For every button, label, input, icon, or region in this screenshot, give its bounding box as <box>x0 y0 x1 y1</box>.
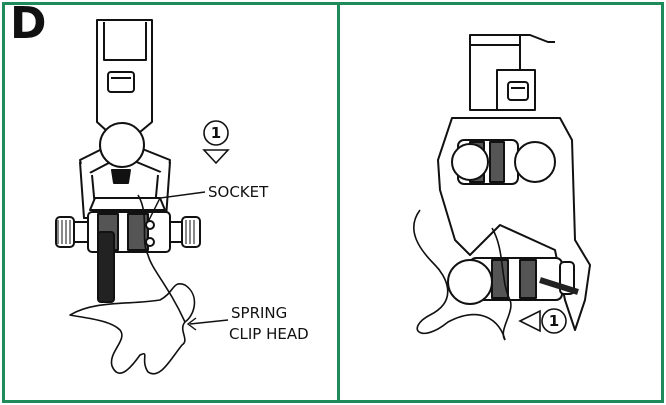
left-knurl-right <box>181 216 201 248</box>
right-mechanism <box>413 34 591 341</box>
socket-label: SOCKET <box>208 183 269 201</box>
spring-clip-head <box>69 283 196 375</box>
spring-wire <box>137 194 186 323</box>
step-number-right: 1 <box>548 312 560 330</box>
left-mechanism <box>55 19 201 375</box>
left-step-marker <box>202 120 230 165</box>
right-knob-upper <box>514 141 556 183</box>
left-knurl-left <box>55 216 75 248</box>
right-knob-lower <box>447 259 493 305</box>
spring-clip-label-line2: CLIP HEAD <box>229 325 309 343</box>
left-knob <box>99 122 145 168</box>
figure-letter: D <box>10 0 47 49</box>
right-spring-wire <box>413 209 506 341</box>
left-leaders <box>147 191 229 331</box>
right-step-marker <box>518 308 567 334</box>
left-panel <box>2 2 340 403</box>
step-number-left: 1 <box>210 124 222 142</box>
socket-pin <box>97 231 115 303</box>
left-slot <box>107 71 135 93</box>
spring-clip-label-line1: SPRING <box>231 304 288 322</box>
